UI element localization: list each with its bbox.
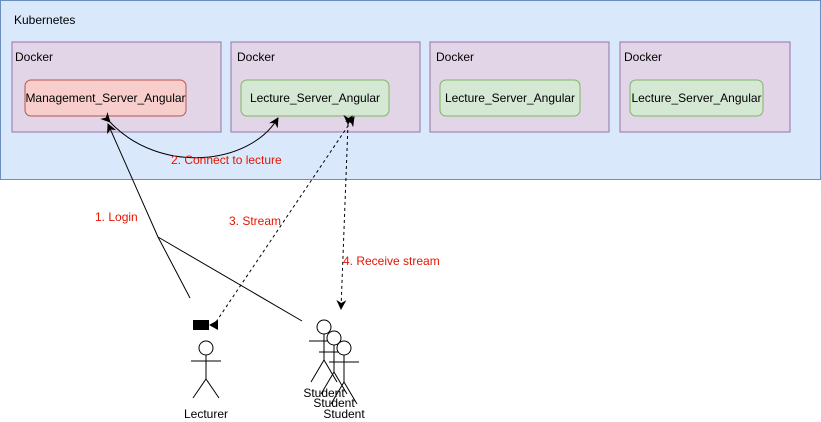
student-actor-1[interactable] (309, 319, 339, 383)
management-server-node[interactable]: Management_Server_Angular (24, 79, 187, 117)
server-label: Lecture_Server_Angular (445, 91, 575, 105)
student-actor-2[interactable] (319, 330, 349, 395)
lecture-server-node-3[interactable]: Lecture_Server_Angular (629, 79, 764, 117)
docker-container-1[interactable]: Docker Management_Server_Angular (11, 41, 222, 133)
server-label: Lecture_Server_Angular (250, 91, 380, 105)
edge-label-connect: 2. Connect to lecture (171, 153, 282, 167)
docker-label: Docker (15, 50, 53, 64)
student-actor-3[interactable] (329, 340, 359, 405)
docker-label: Docker (237, 50, 275, 64)
cluster-label: Kubernetes (14, 13, 75, 27)
student-label: Student (303, 386, 345, 400)
video-camera-icon (193, 320, 218, 330)
edge-connect-to-lecture[interactable] (100, 112, 279, 159)
edge-stream[interactable] (215, 116, 355, 323)
server-label: Management_Server_Angular (25, 91, 185, 105)
student-label: Student (313, 396, 355, 410)
edge-label-stream: 3. Stream (229, 214, 281, 228)
server-label: Lecture_Server_Angular (631, 91, 761, 105)
edge-receive-stream[interactable] (336, 114, 354, 310)
lecture-server-node-1[interactable]: Lecture_Server_Angular (240, 79, 390, 117)
lecturer-actor[interactable] (191, 340, 221, 399)
lecture-server-node-2[interactable]: Lecture_Server_Angular (439, 79, 581, 117)
edge-label-login: 1. Login (95, 210, 138, 224)
docker-label: Docker (624, 50, 662, 64)
docker-label: Docker (436, 50, 474, 64)
lecturer-label: Lecturer (184, 407, 228, 421)
edge-label-receive: 4. Receive stream (343, 254, 440, 268)
docker-container-2[interactable]: Docker Lecture_Server_Angular (230, 41, 421, 133)
docker-container-3[interactable]: Docker Lecture_Server_Angular (429, 41, 610, 133)
edge-login[interactable] (107, 123, 303, 322)
docker-container-4[interactable]: Docker Lecture_Server_Angular (619, 41, 791, 133)
student-label: Student (323, 407, 365, 421)
